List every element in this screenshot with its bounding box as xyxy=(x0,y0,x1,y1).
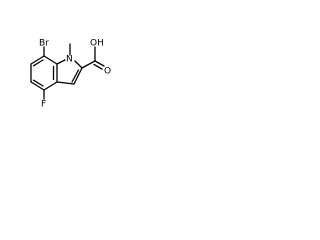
bond-c2-c3 xyxy=(73,67,83,85)
bond-c3-c3a xyxy=(56,81,75,85)
nitrogen-label: N xyxy=(66,55,73,65)
bond-c7a-n1 xyxy=(56,59,66,65)
bond-c3a-c4 xyxy=(43,81,58,91)
structure-canvas: Br F N OH O xyxy=(0,0,152,152)
bond-c4-c5-inner xyxy=(32,79,44,87)
bond-carboxyl-o xyxy=(94,60,105,67)
molecule-structure: Br F N OH O xyxy=(30,39,111,110)
bond-n1-c2 xyxy=(74,60,83,69)
bond-c2-c3-inner xyxy=(71,69,80,83)
bond-carboxyl-o-inner xyxy=(93,63,103,70)
hydroxyl-label: OH xyxy=(90,39,104,49)
bond-c6-c7 xyxy=(30,55,45,65)
bromine-label: Br xyxy=(39,39,49,49)
fluorine-label: F xyxy=(41,100,46,110)
carbonyl-oxygen-label: O xyxy=(104,67,111,77)
bond-c2-carboxyl xyxy=(81,60,96,69)
bond-c4-c5 xyxy=(30,81,45,91)
bond-c7-c7a xyxy=(43,55,58,65)
bond-c6-c7-inner xyxy=(32,59,44,67)
